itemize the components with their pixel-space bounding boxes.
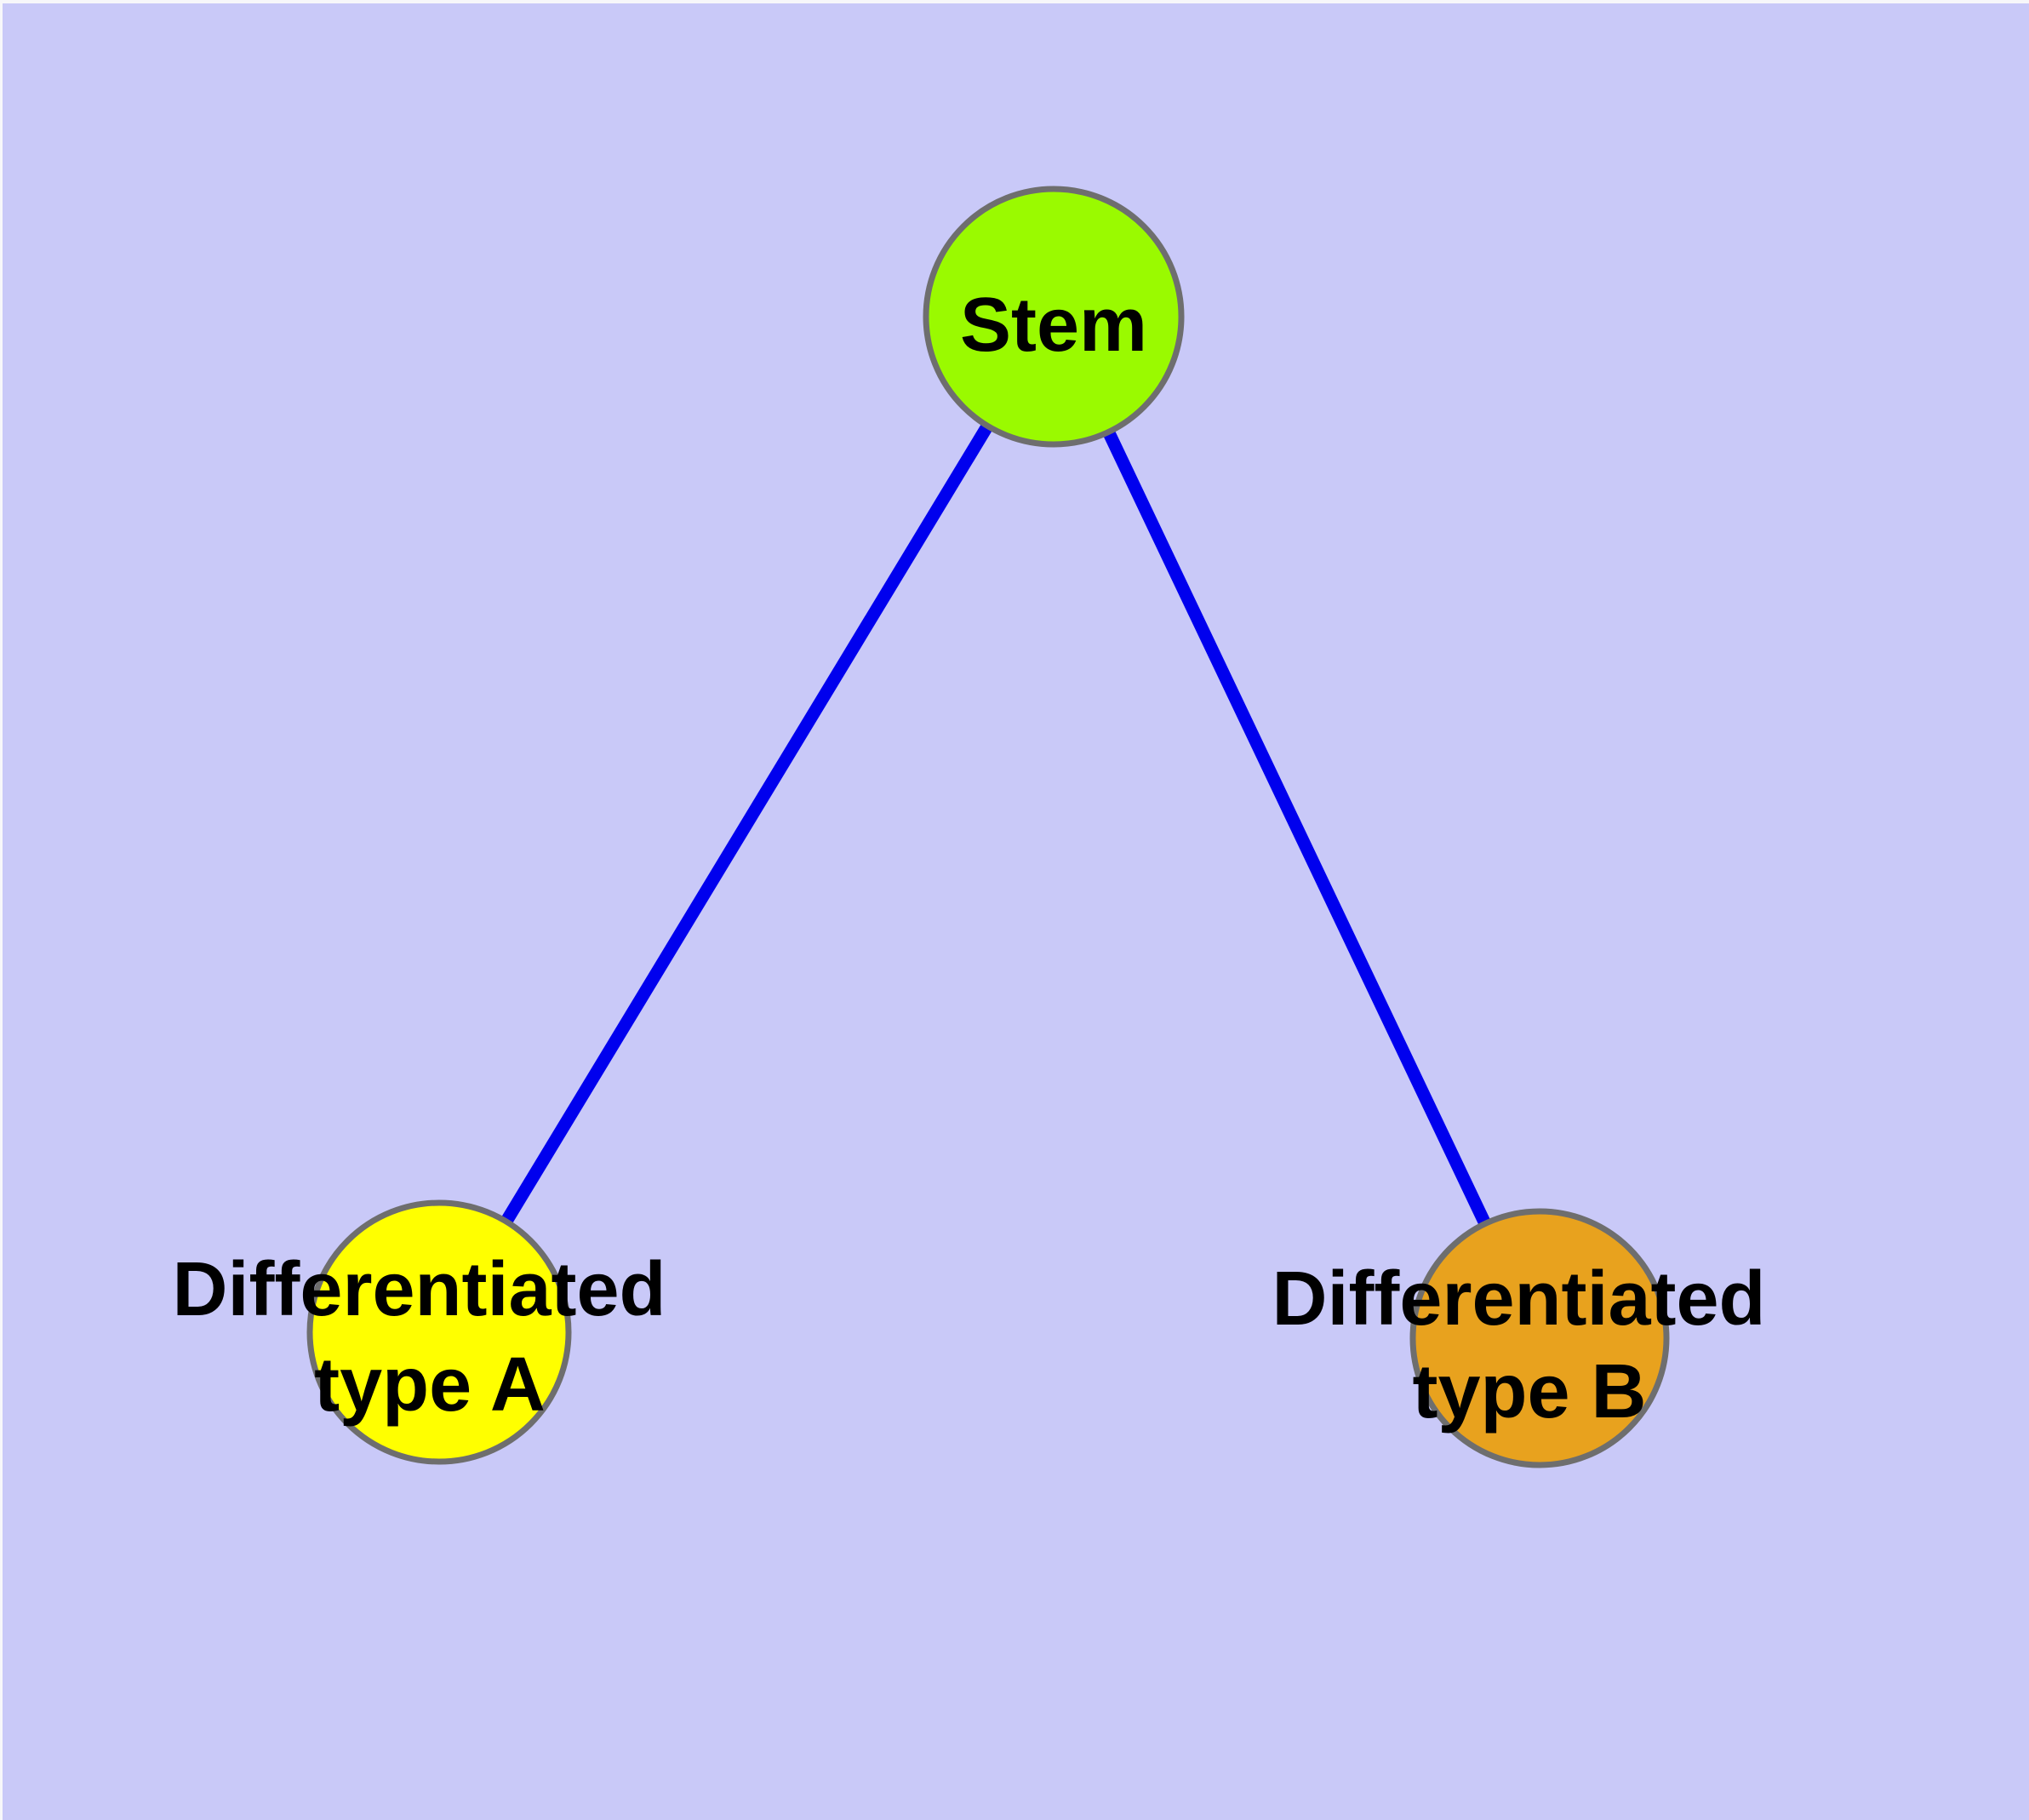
node-type-b-label: Differentiated type B <box>1272 1256 1786 1434</box>
node-type-a-label: Differentiated type A <box>172 1247 687 1428</box>
node-type-b-label-line2: type B <box>1412 1349 1646 1434</box>
edge-stem-to-type-b <box>1048 313 1546 1342</box>
node-type-a-label-line2: type A <box>314 1342 546 1428</box>
edge-stem-to-type-a <box>433 313 1060 1336</box>
node-type-a-label-line1: Differentiated <box>172 1247 666 1332</box>
node-type-b-label-line1: Differentiated <box>1272 1256 1765 1342</box>
node-stem-label: Stem <box>960 283 1147 368</box>
frame-edge-top <box>0 0 2029 3</box>
node-differentiated-type-b[interactable] <box>1409 1208 1670 1468</box>
node-differentiated-type-a[interactable] <box>306 1199 572 1465</box>
frame-edge-left <box>0 0 3 1820</box>
node-stem[interactable] <box>923 186 1185 448</box>
